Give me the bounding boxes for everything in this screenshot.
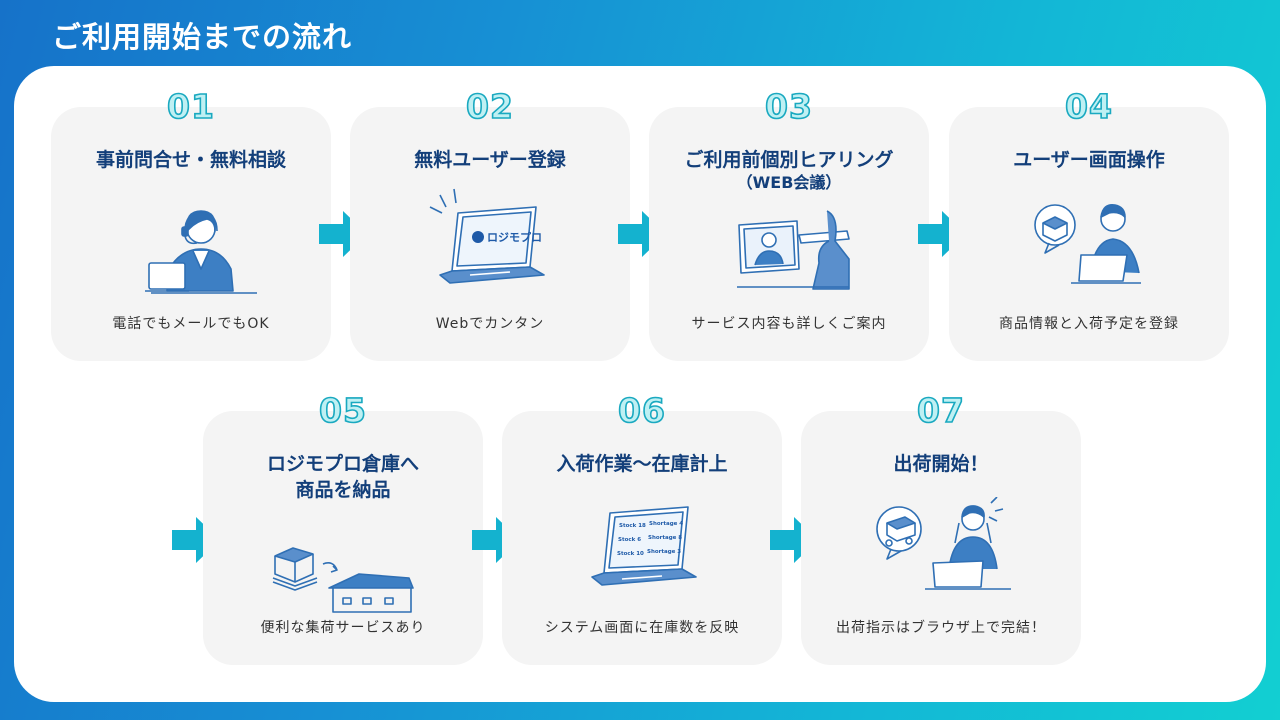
step-title: 事前問合せ・無料相談: [95, 149, 286, 171]
step-card-07: 07 出荷開始！ 出荷指示はブラウザ上で完結！: [801, 390, 1081, 665]
stock-label: Shortage 8: [648, 535, 682, 541]
boxes-warehouse-icon: [272, 547, 414, 613]
stock-label: Stock 18: [619, 523, 646, 529]
step-title: 入荷作業～在庫計上: [556, 453, 728, 475]
step-caption: Webでカンタン: [435, 316, 545, 332]
step-caption: 電話でもメールでもOK: [112, 316, 270, 332]
stock-label: Stock 6: [618, 537, 641, 543]
step-number: 02: [465, 86, 514, 127]
stock-label: Shortage 4: [649, 521, 683, 527]
step-card-03: 03 ご利用前個別ヒアリング （WEB会議） サービス内容も詳しくご案内: [649, 86, 929, 361]
step-caption: 商品情報と入荷予定を登録: [999, 316, 1179, 332]
step-card-04: 04 ユーザー画面操作 商品情報と入荷予定を登録: [949, 86, 1229, 361]
step-caption: 出荷指示はブラウザ上で完結！: [836, 620, 1046, 636]
laptop-logo-icon: ロジモプロ: [429, 188, 545, 284]
user-laptop-icon: [1034, 203, 1141, 284]
step-card-05: 05 ロジモプロ倉庫へ 商品を納品 便利な集荷サービスあり: [203, 390, 483, 665]
step-number: 06: [617, 390, 666, 431]
operator-icon: [145, 210, 257, 294]
stock-label: Stock 10: [617, 551, 644, 557]
step-caption: 便利な集荷サービスあり: [260, 620, 426, 636]
step-number: 05: [318, 390, 367, 431]
step-title: ロジモプロ倉庫へ 商品を納品: [266, 453, 419, 501]
stock-label: Shortage 3: [647, 549, 681, 555]
step-number: 04: [1064, 86, 1113, 127]
logo-text: ロジモプロ: [487, 230, 542, 244]
step-number: 07: [916, 390, 965, 431]
step-card-06: 06 入荷作業～在庫計上 Stock 18 Shortage 4 Stock 6…: [502, 390, 782, 665]
page-title: ご利用開始までの流れ: [52, 20, 353, 54]
step-card-02: 02 無料ユーザー登録 ロジモプロ Webでカンタン: [350, 86, 630, 361]
step-title: ご利用前個別ヒアリング （WEB会議）: [684, 149, 894, 192]
step-title: 無料ユーザー登録: [414, 149, 566, 171]
step-title: 出荷開始！: [893, 453, 989, 475]
step-number: 01: [166, 86, 215, 127]
shipping-celebrate-icon: [876, 497, 1011, 590]
step-card-01: 01 事前問合せ・無料相談 電話でもメールでもOK: [51, 86, 331, 361]
step-caption: サービス内容も詳しくご案内: [691, 316, 887, 332]
stock-laptop-icon: Stock 18 Shortage 4 Stock 6 Shortage 8 S…: [591, 506, 697, 586]
step-caption: システム画面に在庫数を反映: [544, 620, 740, 636]
step-title: ユーザー画面操作: [1013, 149, 1165, 171]
step-number: 03: [764, 86, 813, 127]
web-meeting-icon: [737, 210, 850, 290]
